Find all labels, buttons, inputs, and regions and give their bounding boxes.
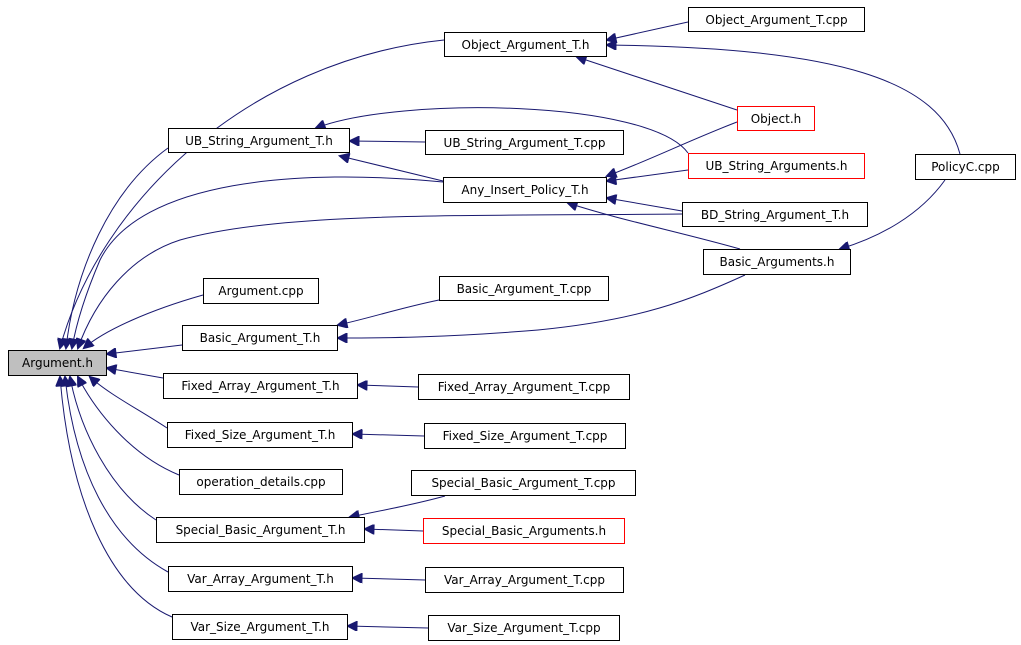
node-special-basic-argument-t-cpp[interactable]: Special_Basic_Argument_T.cpp — [411, 470, 636, 496]
node-label: Basic_Arguments.h — [719, 255, 835, 269]
node-label: Special_Basic_Arguments.h — [441, 524, 607, 538]
node-label: Any_Insert_Policy_T.h — [461, 183, 589, 197]
edge-var-array-argument-t-cpp-to-var-array-argument-t-h — [353, 578, 426, 580]
edge-var-size-argument-t-cpp-to-var-size-argument-t-h — [348, 626, 429, 628]
edge-any-insert-policy-t-h-to-argument-h — [72, 176, 444, 348]
node-var-array-argument-t-cpp[interactable]: Var_Array_Argument_T.cpp — [425, 567, 624, 593]
edge-object-h-to-any-insert-policy-t-h — [607, 121, 738, 176]
node-fixed-size-argument-t-h[interactable]: Fixed_Size_Argument_T.h — [167, 422, 353, 448]
node-label: Fixed_Size_Argument_T.h — [184, 428, 336, 442]
node-basic-arguments-h[interactable]: Basic_Arguments.h — [703, 249, 851, 275]
edge-special-basic-argument-t-h-to-argument-h — [70, 377, 157, 521]
node-fixed-size-argument-t-cpp[interactable]: Fixed_Size_Argument_T.cpp — [424, 423, 626, 449]
node-label: Argument.h — [22, 356, 93, 370]
node-argument-h: Argument.h — [8, 350, 107, 376]
node-bd-string-argument-t-h[interactable]: BD_String_Argument_T.h — [682, 202, 868, 227]
edge-fixed-size-argument-t-cpp-to-fixed-size-argument-t-h — [353, 434, 425, 436]
node-label: Fixed_Size_Argument_T.cpp — [442, 429, 608, 443]
node-operation-details-cpp[interactable]: operation_details.cpp — [179, 469, 343, 495]
node-label: Object.h — [750, 111, 802, 126]
edges-layer — [60, 21, 961, 628]
node-ub-string-argument-t-cpp[interactable]: UB_String_Argument_T.cpp — [425, 130, 624, 155]
node-object-h[interactable]: Object.h — [737, 106, 815, 131]
node-label: Fixed_Array_Argument_T.cpp — [437, 380, 611, 394]
edge-object-argument-t-cpp-to-object-argument-t-h — [607, 21, 689, 40]
node-label: PolicyC.cpp — [931, 160, 1000, 174]
edge-var-array-argument-t-h-to-argument-h — [65, 377, 169, 573]
node-var-size-argument-t-h[interactable]: Var_Size_Argument_T.h — [172, 614, 348, 640]
node-label: UB_String_Argument_T.h — [185, 133, 333, 148]
node-fixed-array-argument-t-h[interactable]: Fixed_Array_Argument_T.h — [163, 373, 358, 399]
node-label: Var_Size_Argument_T.h — [190, 620, 330, 634]
node-label: Special_Basic_Argument_T.h — [175, 523, 346, 537]
node-label: Basic_Argument_T.h — [199, 331, 321, 345]
edge-fixed-array-argument-t-h-to-argument-h — [107, 368, 164, 379]
node-label: operation_details.cpp — [196, 475, 326, 489]
edge-argument-cpp-to-argument-h — [84, 294, 204, 348]
edge-var-size-argument-t-h-to-argument-h — [60, 377, 173, 618]
node-object-argument-t-h[interactable]: Object_Argument_T.h — [444, 32, 607, 57]
node-fixed-array-argument-t-cpp[interactable]: Fixed_Array_Argument_T.cpp — [418, 374, 630, 400]
edge-fixed-array-argument-t-cpp-to-fixed-array-argument-t-h — [358, 385, 419, 387]
node-var-array-argument-t-h[interactable]: Var_Array_Argument_T.h — [168, 566, 353, 592]
edge-special-basic-arguments-h-to-special-basic-argument-t-h — [365, 529, 424, 531]
edge-policyc-cpp-to-object-argument-t-h — [607, 45, 961, 155]
node-label: Object_Argument_T.h — [461, 37, 590, 52]
edge-basic-arguments-h-to-any-insert-policy-t-h — [568, 203, 741, 250]
node-label: Var_Array_Argument_T.cpp — [444, 573, 605, 587]
node-label: UB_String_Argument_T.cpp — [443, 135, 606, 150]
node-label: Special_Basic_Argument_T.cpp — [431, 476, 616, 490]
edge-fixed-size-argument-t-h-to-argument-h — [90, 377, 168, 429]
node-any-insert-policy-t-h[interactable]: Any_Insert_Policy_T.h — [443, 177, 607, 203]
edge-basic-arguments-h-to-basic-argument-t-h — [338, 274, 746, 338]
edge-policyc-cpp-to-basic-arguments-h — [840, 179, 946, 249]
node-label: Basic_Argument_T.cpp — [456, 281, 592, 296]
node-policyc-cpp[interactable]: PolicyC.cpp — [915, 154, 1016, 180]
node-label: UB_String_Arguments.h — [705, 159, 848, 173]
node-label: Var_Size_Argument_T.cpp — [447, 621, 601, 635]
edge-ub-string-arguments-h-to-any-insert-policy-t-h — [607, 169, 689, 181]
node-ub-string-arguments-h[interactable]: UB_String_Arguments.h — [688, 153, 865, 179]
edge-ub-string-arguments-h-to-ub-string-argument-t-h — [316, 107, 689, 154]
node-basic-argument-t-cpp[interactable]: Basic_Argument_T.cpp — [439, 276, 609, 301]
node-label: Fixed_Array_Argument_T.h — [181, 379, 340, 393]
node-object-argument-t-cpp[interactable]: Object_Argument_T.cpp — [688, 7, 865, 32]
edge-ub-string-argument-t-cpp-to-ub-string-argument-t-h — [350, 141, 426, 142]
edge-basic-argument-t-cpp-to-basic-argument-t-h — [338, 299, 440, 325]
edge-operation-details-cpp-to-argument-h — [78, 377, 180, 476]
node-label: Object_Argument_T.cpp — [705, 12, 848, 27]
node-ub-string-argument-t-h[interactable]: UB_String_Argument_T.h — [168, 128, 350, 153]
node-argument-cpp[interactable]: Argument.cpp — [203, 278, 319, 304]
edge-bd-string-argument-t-h-to-any-insert-policy-t-h — [607, 198, 683, 212]
edge-basic-argument-t-h-to-argument-h — [107, 344, 183, 354]
node-label: Argument.cpp — [218, 284, 304, 298]
node-label: BD_String_Argument_T.h — [700, 207, 850, 222]
node-label: Var_Array_Argument_T.h — [187, 572, 334, 586]
edge-ub-string-argument-t-h-to-argument-h — [66, 147, 169, 348]
edge-special-basic-argument-t-cpp-to-special-basic-argument-t-h — [350, 495, 446, 517]
node-special-basic-arguments-h[interactable]: Special_Basic_Arguments.h — [423, 518, 625, 544]
node-var-size-argument-t-cpp[interactable]: Var_Size_Argument_T.cpp — [428, 615, 620, 641]
node-special-basic-argument-t-h[interactable]: Special_Basic_Argument_T.h — [156, 517, 365, 543]
edge-object-h-to-object-argument-t-h — [577, 57, 738, 111]
node-basic-argument-t-h[interactable]: Basic_Argument_T.h — [182, 325, 338, 351]
edge-any-insert-policy-t-h-to-ub-string-argument-t-h — [340, 156, 444, 182]
edge-bd-string-argument-t-h-to-argument-h — [78, 213, 683, 348]
